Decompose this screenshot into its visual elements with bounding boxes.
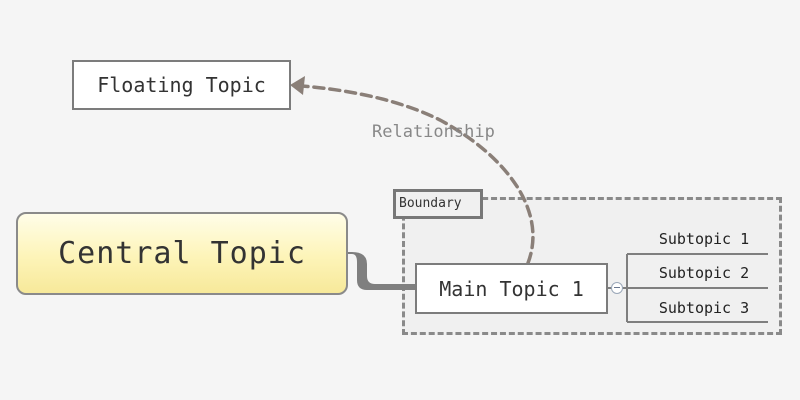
central-topic-node[interactable]: Central Topic (16, 212, 348, 295)
subtopic-node[interactable]: Subtopic 3 (658, 299, 750, 317)
central-to-main-connector (347, 252, 416, 290)
relationship-label[interactable]: Relationship (372, 122, 495, 142)
boundary-label[interactable]: Boundary (393, 189, 483, 219)
floating-topic-label: Floating Topic (97, 73, 266, 97)
main-topic-node[interactable]: Main Topic 1 (415, 263, 608, 314)
minus-circle-icon[interactable] (611, 282, 623, 294)
subtopic-node[interactable]: Subtopic 1 (658, 230, 750, 248)
arrowhead-icon (290, 76, 305, 95)
central-topic-label: Central Topic (58, 236, 306, 271)
main-topic-label: Main Topic 1 (439, 276, 584, 301)
relationship-line[interactable] (300, 84, 535, 265)
floating-topic-node[interactable]: Floating Topic (72, 60, 291, 110)
subtopic-node[interactable]: Subtopic 2 (658, 264, 750, 282)
